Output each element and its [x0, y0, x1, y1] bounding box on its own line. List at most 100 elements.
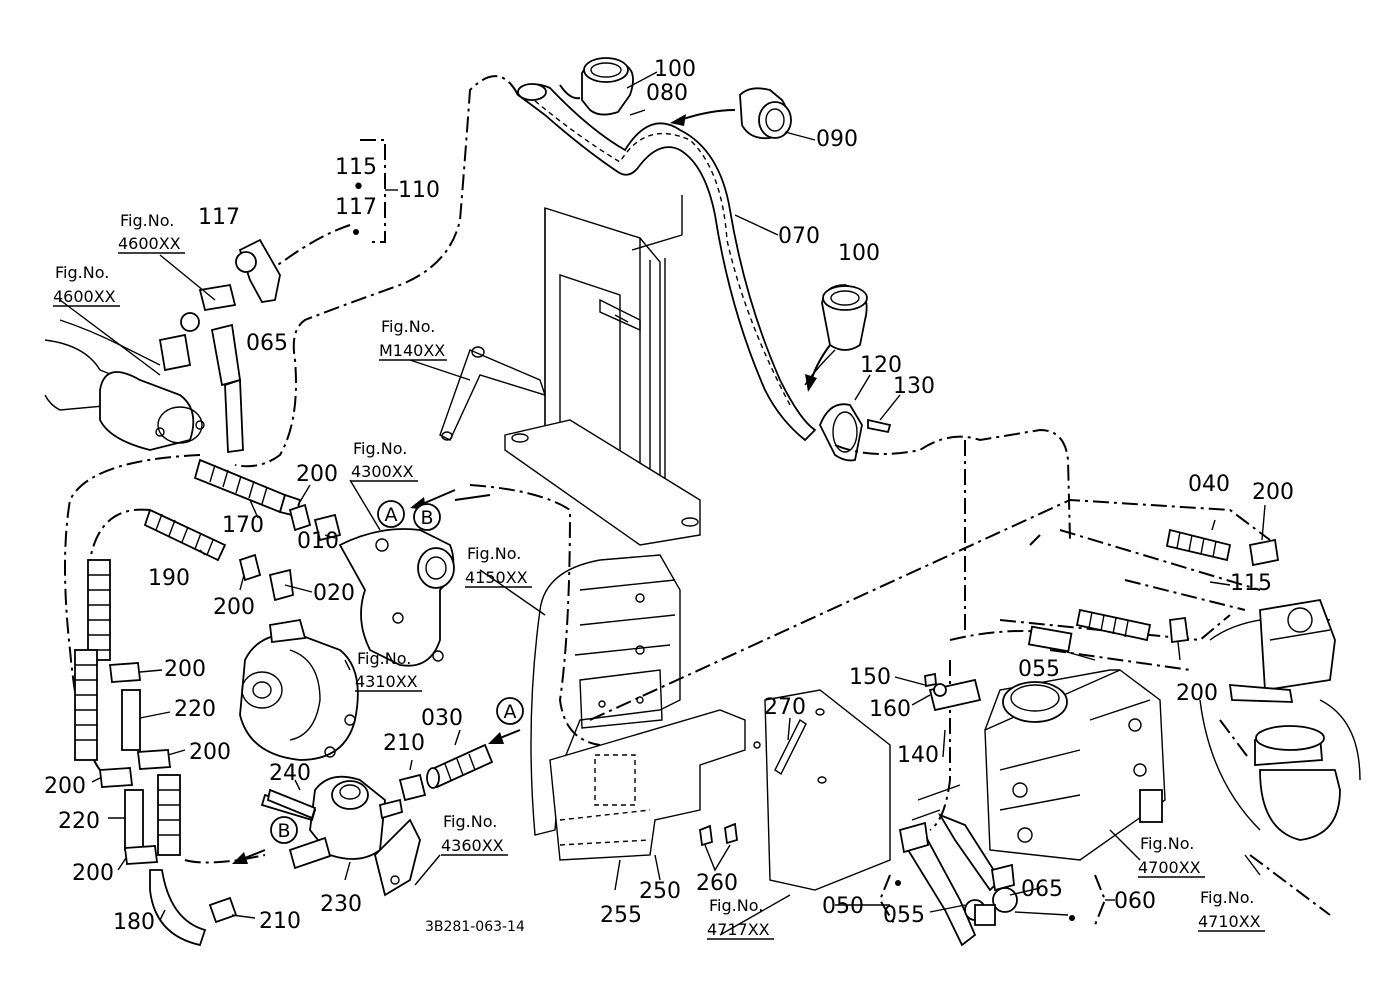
callout-200: 200 — [1252, 480, 1294, 505]
ref-4600-b: Fig.No. 4600XX — [53, 263, 120, 307]
ref-fig-label: Fig.No. — [381, 317, 435, 336]
bracket-frame — [504, 195, 701, 546]
cab-panel-4150 — [530, 554, 681, 836]
thermostat-housing-4300 — [338, 528, 455, 667]
ref-number: 4710XX — [1198, 912, 1261, 931]
corrugated-040 — [1165, 528, 1232, 562]
ref-4600-a: Fig.No. 4600XX — [118, 211, 185, 254]
callout-115: 115 — [335, 155, 377, 180]
ref-4717: Fig.No. 4717XX — [707, 896, 774, 940]
callout-090: 090 — [816, 127, 858, 152]
figure-references: Fig.No. 4600XX Fig.No. 4600XX Fig.No. M1… — [53, 211, 1265, 940]
callout-240: 240 — [269, 761, 311, 786]
callout-200: 200 — [164, 657, 206, 682]
callout-060: 060 — [1114, 889, 1156, 914]
ref-m140: Fig.No. M140XX — [379, 317, 447, 361]
water-pump-4310 — [239, 618, 359, 761]
ref-fig-label: Fig.No. — [357, 649, 411, 668]
callout-255: 255 — [600, 903, 642, 928]
ref-fig-label: Fig.No. — [467, 544, 521, 563]
pipe-030 — [426, 743, 494, 789]
callout-055: 055 — [883, 903, 925, 928]
callout-010: 010 — [297, 529, 339, 554]
corrugated-055 — [1027, 608, 1152, 653]
ref-fig-label: Fig.No. — [1140, 834, 1194, 853]
connector-a-bottom: A — [496, 697, 524, 725]
callout-220: 220 — [58, 809, 100, 834]
corrugated-170 — [193, 458, 302, 518]
callout-065: 065 — [1021, 877, 1063, 902]
callout-115: 115 — [1230, 571, 1272, 596]
drawing-code: 3B281-063-14 — [425, 919, 525, 935]
def-lines — [64, 75, 1331, 916]
dot-060-a — [895, 880, 901, 886]
ref-4150: Fig.No. 4150XX — [465, 544, 532, 588]
ref-fig-label: Fig.No. — [353, 439, 407, 458]
support-arm-m140 — [439, 346, 547, 441]
ref-number: 4717XX — [707, 920, 770, 939]
flow-arrows — [232, 84, 831, 864]
sleeve-100-top — [581, 57, 634, 116]
callout-050: 050 — [822, 894, 864, 919]
callout-260: 260 — [696, 871, 738, 896]
callout-230: 230 — [320, 892, 362, 917]
callouts: 100 080 090 070 100 115 • 117 110 117 06… — [44, 57, 1294, 935]
callout-040: 040 — [1188, 472, 1230, 497]
callout-150: 150 — [849, 665, 891, 690]
ref-number: 4310XX — [355, 672, 418, 691]
cover-plate-250 — [549, 709, 746, 861]
clamps — [98, 503, 1280, 924]
dot-marker: • — [352, 175, 365, 200]
callout-200: 200 — [44, 774, 86, 799]
callout-070: 070 — [778, 224, 820, 249]
callout-210: 210 — [383, 731, 425, 756]
dot-060-b — [1069, 915, 1075, 921]
ref-number: 4300XX — [351, 462, 414, 481]
ref-number: M140XX — [379, 341, 445, 360]
callout-190: 190 — [148, 566, 190, 591]
callout-140: 140 — [897, 743, 939, 768]
ref-fig-label: Fig.No. — [709, 896, 763, 915]
ref-fig-label: Fig.No. — [55, 263, 109, 282]
callout-200: 200 — [1176, 681, 1218, 706]
ref-4360: Fig.No. 4360XX — [441, 812, 508, 856]
callout-080: 080 — [646, 81, 688, 106]
callout-160: 160 — [869, 697, 911, 722]
corrugated-190 — [143, 508, 227, 562]
sleeve-090 — [739, 87, 792, 140]
ref-fig-label: Fig.No. — [120, 211, 174, 230]
ref-number: 4360XX — [441, 836, 504, 855]
callout-020: 020 — [313, 581, 355, 606]
ref-number: 4600XX — [118, 234, 181, 253]
connector-a-bottom-label: A — [504, 701, 517, 723]
callout-117: 117 — [335, 195, 377, 220]
callout-270: 270 — [764, 695, 806, 720]
connector-a-top: A — [377, 500, 405, 528]
callout-100: 100 — [654, 57, 696, 82]
callout-110: 110 — [398, 178, 440, 203]
callout-055: 055 — [1018, 657, 1060, 682]
connector-b-bottom: B — [270, 816, 298, 844]
ref-fig-label: Fig.No. — [1200, 888, 1254, 907]
callout-170: 170 — [222, 513, 264, 538]
group-bracket-060 — [878, 874, 1115, 926]
ref-number: 4700XX — [1138, 858, 1201, 877]
clamp-120 — [819, 403, 892, 462]
callout-100: 100 — [838, 241, 880, 266]
callout-250: 250 — [639, 879, 681, 904]
callout-180: 180 — [113, 910, 155, 935]
callout-117: 117 — [198, 205, 240, 230]
fittings-055-065-lower — [898, 784, 1018, 947]
sleeve-100-mid — [821, 284, 868, 351]
plate-270 — [753, 689, 891, 891]
hose-070-080 — [516, 83, 817, 442]
def-supply-module — [984, 669, 1166, 861]
sensor-117 — [158, 238, 281, 454]
def-tank-4710 — [1199, 598, 1361, 841]
group-bracket-110 — [360, 139, 398, 243]
ref-4300: Fig.No. 4300XX — [351, 439, 418, 482]
ref-4700: Fig.No. 4700XX — [1138, 834, 1205, 878]
ref-4310: Fig.No. 4310XX — [355, 649, 422, 692]
dot-117 — [353, 229, 359, 235]
callout-030: 030 — [421, 706, 463, 731]
